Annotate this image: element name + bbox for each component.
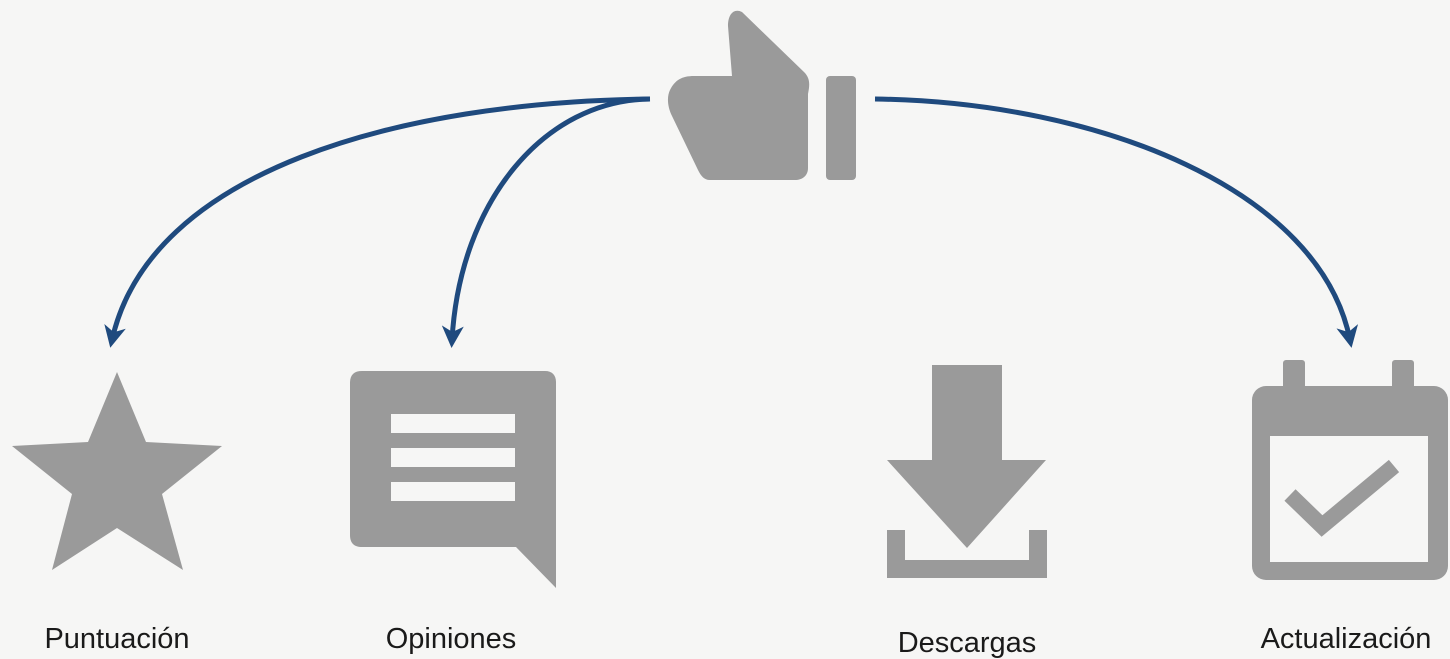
node-label-actualizacion: Actualización: [1261, 623, 1432, 655]
node-actualizacion: Actualización: [1252, 360, 1448, 655]
comment-icon: [350, 371, 556, 588]
calendar-check-icon: [1252, 360, 1448, 580]
node-puntuacion: Puntuación: [12, 372, 222, 655]
node-descargas: Descargas: [887, 365, 1047, 659]
node-opiniones: Opiniones: [350, 371, 556, 655]
edge-root-puntuacion: [104, 96, 651, 348]
edge-root-actualizacion: [874, 96, 1359, 348]
node-label-descargas: Descargas: [898, 627, 1037, 659]
node-label-opiniones: Opiniones: [386, 623, 517, 655]
edges: [104, 96, 1359, 348]
download-icon: [887, 365, 1047, 578]
star-icon: [12, 372, 222, 570]
thumbs-up-icon: [667, 10, 856, 180]
node-label-puntuacion: Puntuación: [44, 623, 189, 655]
root-node: [667, 10, 856, 180]
edge-root-opiniones: [441, 96, 651, 348]
